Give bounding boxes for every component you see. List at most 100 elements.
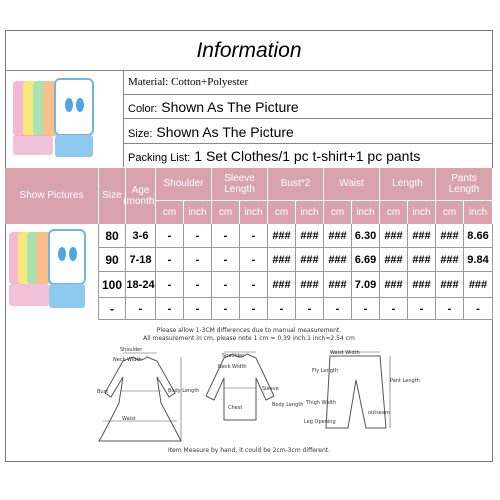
chest-label: Chest	[228, 405, 243, 411]
table-cell: -	[324, 298, 352, 320]
color-value: Shown As The Picture	[161, 99, 299, 115]
table-cell: -	[268, 298, 296, 320]
waist-label: Waist	[122, 416, 136, 422]
bust-label: Bust	[97, 389, 109, 395]
group-header: Pants Length	[436, 168, 493, 201]
shoulder-label-2: Shoulder	[222, 353, 245, 359]
packing-label: Packing List:	[128, 152, 191, 164]
unit-header: cm	[436, 201, 464, 224]
material-label: Material:	[128, 76, 169, 88]
material-value: Cotton+Polyester	[171, 76, 249, 88]
table-cell: -	[99, 298, 126, 320]
divider	[123, 71, 124, 167]
unit-header: inch	[240, 201, 268, 224]
table-cell: -	[184, 248, 212, 272]
table-cell: ###	[268, 224, 296, 248]
table-cell: -	[212, 272, 240, 298]
table-cell: -	[212, 248, 240, 272]
waist-width-label: Waist Width	[330, 350, 360, 356]
table-cell: -	[296, 298, 324, 320]
note-line-1: Please allow 1-3CM differences due to ma…	[156, 327, 342, 334]
color-row: Color: Shown As The Picture	[128, 99, 299, 115]
color-label: Color:	[128, 103, 158, 115]
product-image	[5, 71, 123, 167]
table-cell: -	[240, 248, 268, 272]
unit-header: cm	[268, 201, 296, 224]
group-header: Shoulder	[156, 168, 212, 201]
table-cell: -	[240, 298, 268, 320]
pant-length-label: Pant Length	[390, 378, 420, 384]
divider	[123, 118, 493, 119]
table-cell: ###	[464, 272, 493, 298]
table-cell: -	[212, 298, 240, 320]
table-cell: ###	[436, 248, 464, 272]
table-cell: ###	[436, 224, 464, 248]
group-header: Length	[380, 168, 436, 201]
table-cell: 8.66	[464, 224, 493, 248]
page-title: Information	[196, 39, 302, 62]
table-cell: 3-6	[126, 224, 156, 248]
table-cell: ###	[408, 272, 436, 298]
body-length-label-1: Body Length	[168, 388, 200, 394]
divider	[5, 70, 493, 71]
unit-header: inch	[408, 201, 436, 224]
group-header: Waist	[324, 168, 380, 201]
table-cell: 18-24	[126, 272, 156, 298]
table-cell: 7.09	[352, 272, 380, 298]
table-cell: -	[126, 298, 156, 320]
group-header: Bust*2	[268, 168, 324, 201]
neck-width-label-2: Neck Width	[218, 364, 247, 370]
table-cell: -	[352, 298, 380, 320]
unit-header: inch	[296, 201, 324, 224]
table-cell: -	[156, 248, 184, 272]
neck-width-label: Neck Width	[113, 357, 142, 363]
size-header: Size	[99, 168, 126, 224]
table-cell: 100	[99, 272, 126, 298]
table-cell: 6.69	[352, 248, 380, 272]
table-cell: ###	[408, 224, 436, 248]
table-cell: ###	[324, 272, 352, 298]
table-cell: ###	[436, 272, 464, 298]
table-cell: ###	[268, 272, 296, 298]
product-image-small	[5, 224, 99, 320]
packing-value: 1 Set Clothes/1 pc t-shirt+1 pc pants	[194, 148, 421, 164]
table-cell: -	[380, 298, 408, 320]
shoulder-label: Shoulder	[120, 347, 143, 353]
table-cell: -	[212, 224, 240, 248]
table-cell: 7-18	[126, 248, 156, 272]
show-pictures-header: Show Pictures	[5, 168, 99, 224]
unit-header: cm	[324, 201, 352, 224]
size-row: Size: Shown As The Picture	[128, 124, 294, 140]
table-cell: 90	[99, 248, 126, 272]
unit-header: inch	[184, 201, 212, 224]
table-cell: -	[464, 298, 493, 320]
unit-header: inch	[352, 201, 380, 224]
table-cell: -	[184, 272, 212, 298]
table-cell: 9.84	[464, 248, 493, 272]
table-cell: -	[408, 298, 436, 320]
table-cell: ###	[296, 272, 324, 298]
table-cell: -	[184, 224, 212, 248]
sleeve-label: Sleeve	[262, 386, 279, 392]
size-label: Size:	[128, 128, 153, 140]
table-cell: ###	[296, 248, 324, 272]
note-line-2: All measurement in cm, please note 1 cm …	[143, 335, 355, 342]
table-cell: ###	[380, 224, 408, 248]
age-header: Age (month)	[123, 168, 158, 224]
body-length-label-2: Body Length	[272, 402, 304, 408]
table-cell: -	[240, 272, 268, 298]
shirt-diagram	[200, 350, 280, 425]
table-cell: -	[240, 224, 268, 248]
outseam-label: outseam	[368, 410, 390, 416]
unit-header: cm	[212, 201, 240, 224]
note-bottom: Item Measure by hand, it could be 2cm-3c…	[167, 447, 331, 454]
unit-header: cm	[380, 201, 408, 224]
table-cell: -	[156, 298, 184, 320]
group-header: Sleeve Length	[212, 168, 268, 201]
table-cell: -	[436, 298, 464, 320]
table-cell: -	[184, 298, 212, 320]
table-cell: 80	[99, 224, 126, 248]
table-cell: ###	[380, 248, 408, 272]
fly-length-label: Fly Length	[312, 368, 339, 374]
table-cell: -	[156, 224, 184, 248]
